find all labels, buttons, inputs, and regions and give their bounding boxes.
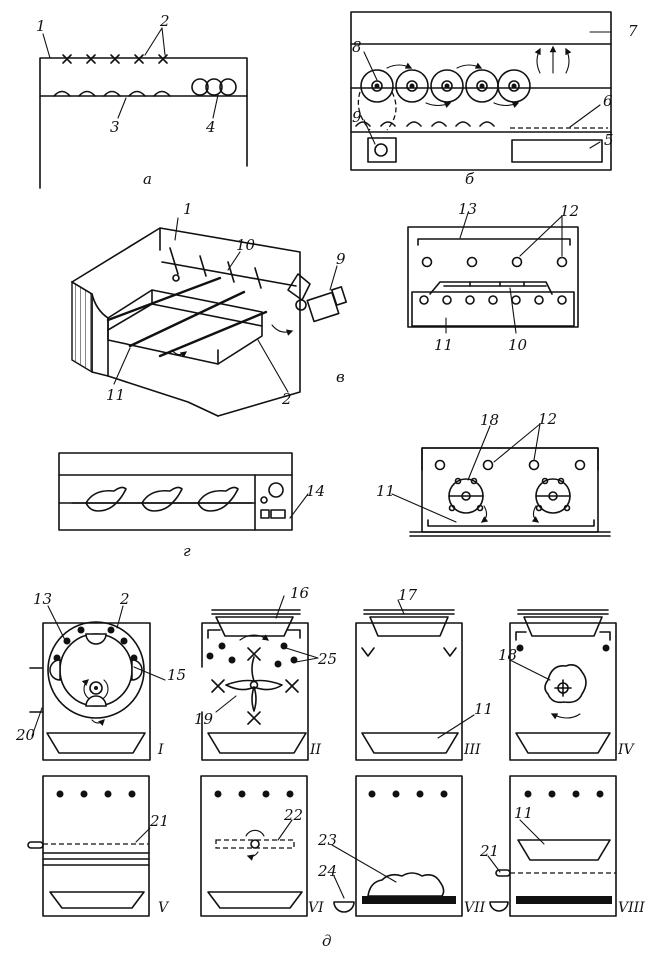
callout-21: 21 [149,812,169,830]
stage-II: 16 25 19 II [194,584,337,761]
caption-b: б [465,170,475,188]
callout-9: 9 [352,108,362,126]
stage-IV: 18 IV [498,609,636,761]
stage-VIII: 11 21 VIII [479,775,645,917]
panel-g: 14 г [58,452,325,560]
callout-25: 25 [317,650,337,668]
stage-I: 13 2 15 20 I [15,590,186,761]
stage-V: 21 V [27,775,170,917]
callout-11-e: 11 [514,804,533,822]
callout-10-b: 10 [508,336,528,354]
panel-b: 7 8 6 9 5 б [350,11,638,188]
stage-VII: 23 24 VII [317,775,486,917]
callout-7: 7 [628,22,638,40]
buns [191,78,237,96]
products-on-tray [53,90,171,97]
panel-spit-schematic: 13 12 11 10 [407,200,579,354]
callout-23: 23 [317,831,337,849]
callout-11-c: 11 [376,482,395,500]
stage-label-III: III [463,742,481,758]
callout-18: 18 [480,411,499,429]
stage-label-IV: IV [617,742,636,758]
caption-g: г [183,542,191,560]
stage-III: 17 11 III [355,586,493,761]
panel-g-rotor: 18 12 11 [376,410,611,537]
callout-3: 3 [110,118,120,136]
stage-label-I: I [157,742,164,758]
callout-22: 22 [283,806,303,824]
stage-label-VII: VII [464,900,486,916]
callout-14: 14 [306,482,325,500]
callout-2: 2 [159,12,170,30]
callout-13-b: 13 [33,590,52,608]
caption-v: в [336,368,345,386]
callout-1-b: 1 [183,200,193,218]
callout-11-b: 11 [434,336,453,354]
panel-a: 1 2 3 4 а [36,12,248,189]
stage-VI: 22 VI [200,775,324,917]
callout-10: 10 [236,236,256,254]
stage-label-V: V [158,900,170,916]
callout-20: 20 [15,726,36,744]
callout-11-d: 11 [474,700,493,718]
panel-v: 1 10 9 11 2 в [71,200,348,417]
callout-16: 16 [290,584,310,602]
stage-label-VI: VI [308,900,324,916]
callout-17: 17 [398,586,418,604]
callout-11: 11 [106,386,125,404]
callout-12-b: 12 [538,410,557,428]
callout-15: 15 [167,666,186,684]
callout-13: 13 [458,200,477,218]
callout-9-b: 9 [336,250,346,268]
callout-24: 24 [317,862,337,880]
callout-2-c: 2 [119,590,130,608]
callout-18-b: 18 [498,646,517,664]
caption-a: а [143,170,152,188]
rollers [357,62,531,131]
heater-crosses [62,54,168,64]
callout-2-b: 2 [281,390,292,408]
callout-4: 4 [205,118,216,136]
stage-label-II: II [309,742,322,758]
stage-label-VIII: VIII [618,900,645,916]
callout-12: 12 [560,202,579,220]
caption-d: д [322,932,332,950]
callout-6: 6 [603,92,613,110]
callout-19: 19 [194,710,214,728]
callout-21-b: 21 [479,842,499,860]
callout-1: 1 [36,17,46,35]
callout-8: 8 [352,38,362,56]
callout-5: 5 [604,131,614,149]
